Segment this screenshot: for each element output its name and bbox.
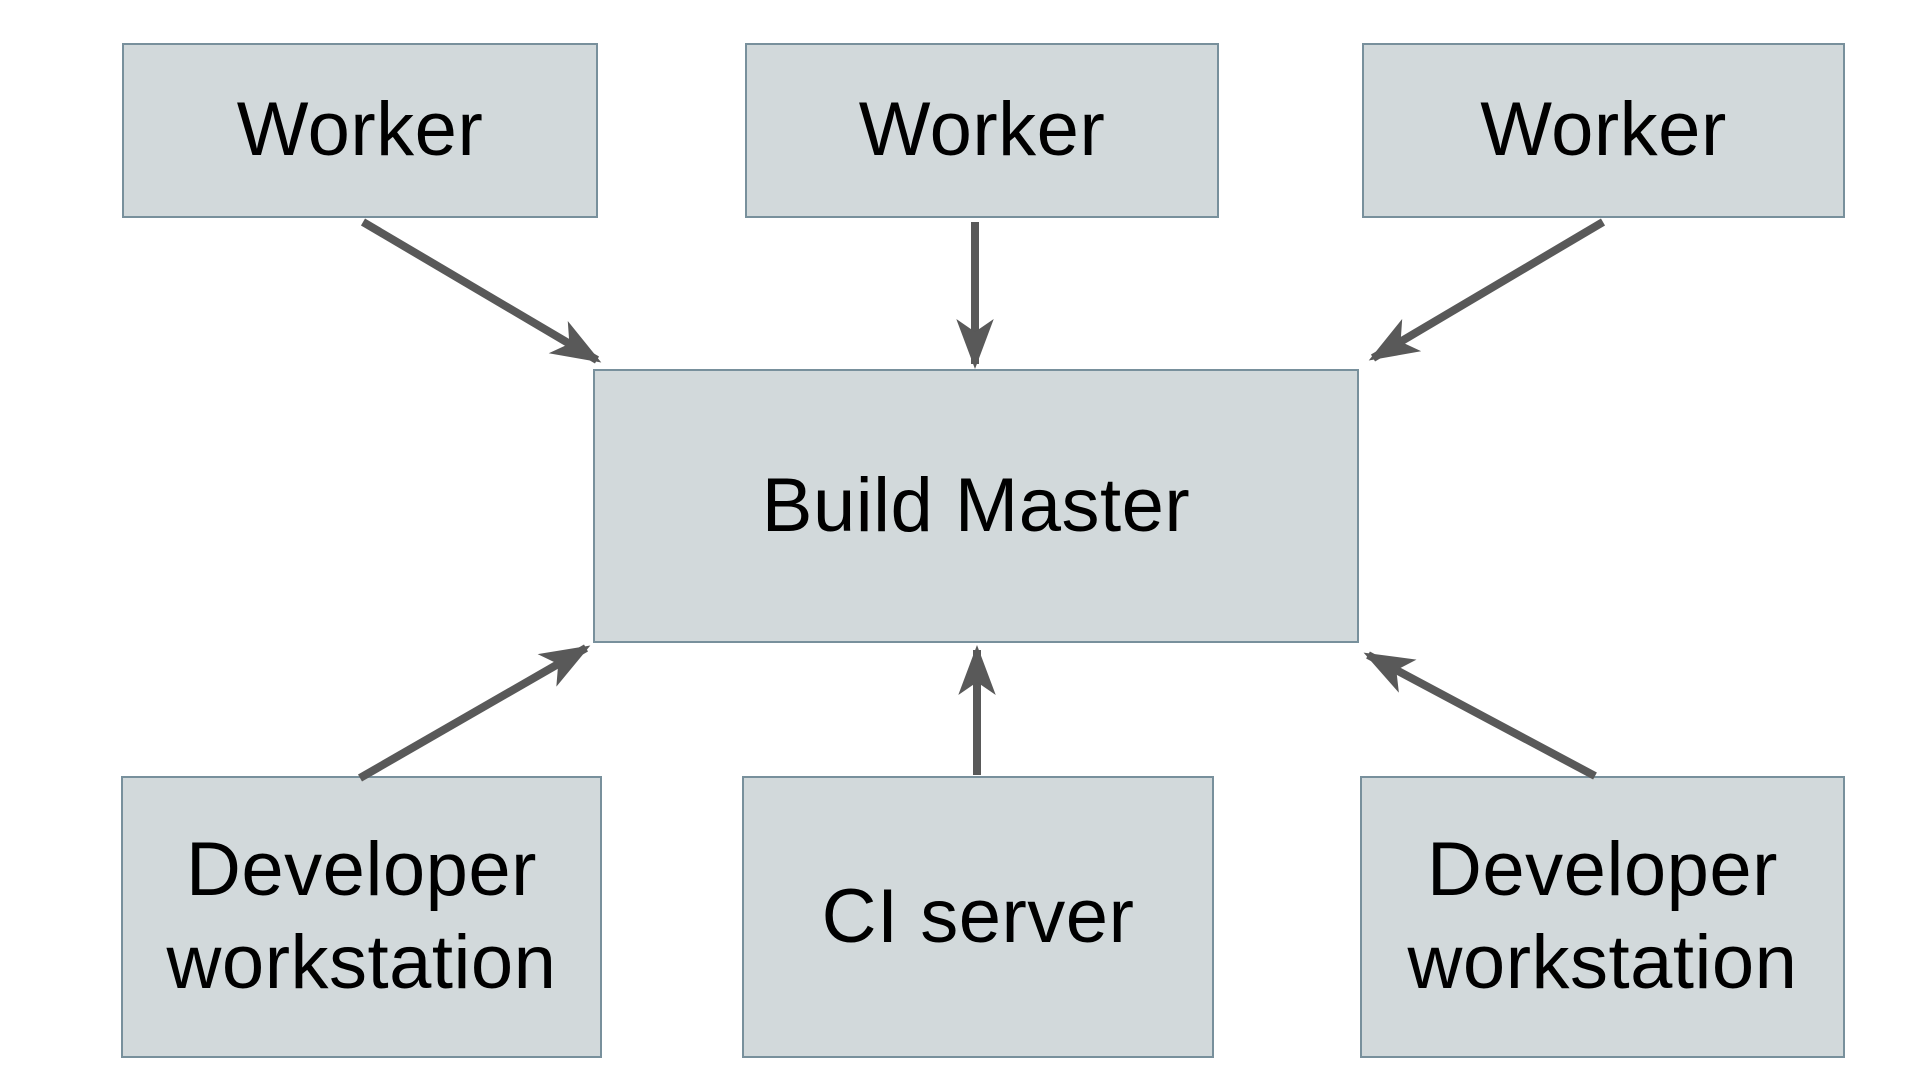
node-developer-workstation-left: Developer workstation [121, 776, 602, 1058]
node-label: Build Master [761, 462, 1191, 548]
node-developer-workstation-right: Developer workstation [1360, 776, 1845, 1058]
node-label: Worker [1480, 87, 1727, 173]
node-ci-server: CI server [742, 776, 1214, 1058]
node-build-master: Build Master [593, 369, 1359, 643]
node-worker-top-right: Worker [1362, 43, 1845, 218]
node-label: Developer workstation [166, 827, 557, 1005]
node-label: CI server [821, 873, 1135, 959]
arrow-worker-left-to-build-master [360, 218, 602, 364]
node-worker-top-center: Worker [745, 43, 1219, 218]
arrow-worker-right-to-build-master [1368, 218, 1606, 362]
arrow-dev-workstation-left-to-build-master [358, 644, 591, 782]
arrow-dev-workstation-right-to-build-master [1363, 651, 1597, 780]
node-label: Worker [236, 87, 484, 173]
node-label: Worker [858, 87, 1106, 173]
node-label: Developer workstation [1407, 827, 1798, 1005]
node-worker-top-left: Worker [122, 43, 598, 218]
